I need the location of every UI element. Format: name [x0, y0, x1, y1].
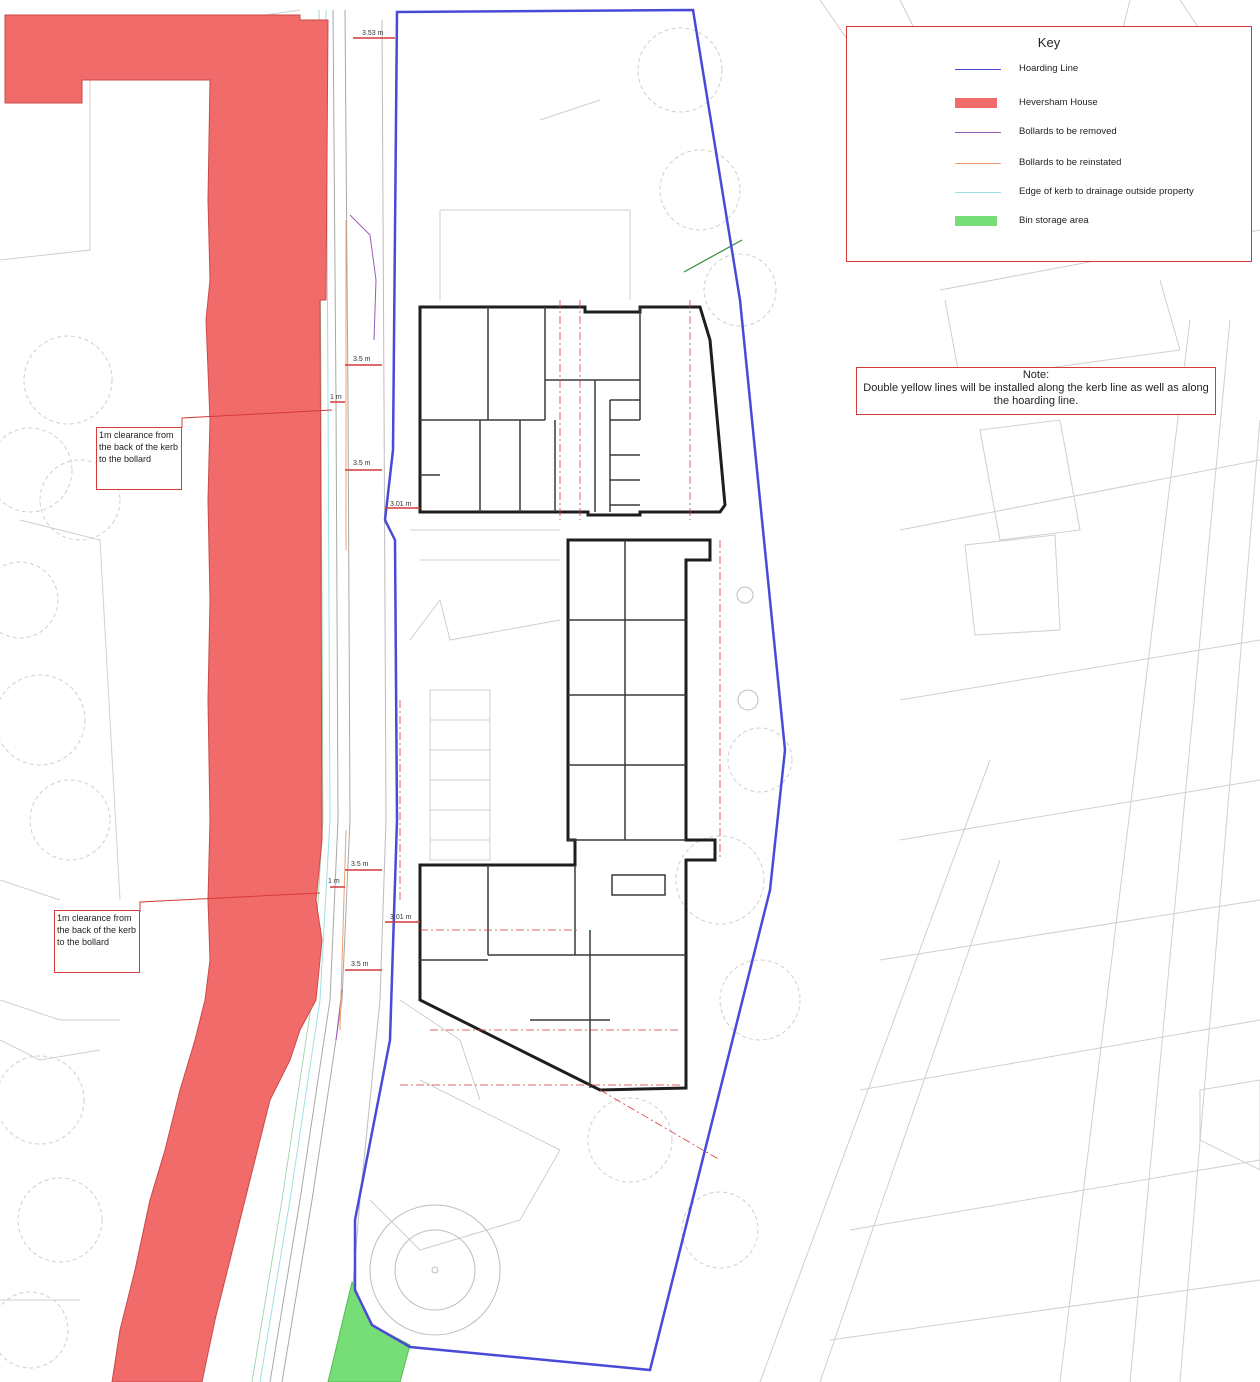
edge-of-kerb-swatch	[955, 192, 1001, 193]
roundabout-feature	[369, 586, 759, 1336]
dimension-label: 3.01 m	[390, 914, 412, 921]
key-item-label: Bollards to be reinstated	[1019, 157, 1122, 168]
key-item-label: Bollards to be removed	[1019, 126, 1117, 137]
key-item-label: Heversham House	[1019, 97, 1098, 108]
dimension-markers	[330, 37, 420, 971]
note-box: Note: Double yellow lines will be instal…	[856, 367, 1216, 415]
bollards-removed-swatch	[955, 132, 1001, 133]
key-legend: Key Hoarding Line Heversham House Bollar…	[846, 26, 1252, 262]
dimension-label: 3.5 m	[351, 961, 369, 968]
clearance-callout-north: 1m clearance from the back of the kerb t…	[96, 427, 182, 490]
key-title: Key	[1037, 35, 1061, 50]
dimension-label: 1 m	[330, 394, 342, 401]
dimension-label: 3.01 m	[390, 501, 412, 508]
dimension-labels: 3.53 m 3.5 m 1 m 3.5 m 3.01 m 3.5 m 1 m …	[328, 30, 412, 968]
bin-storage-swatch	[955, 216, 997, 226]
tree-canopies	[0, 27, 801, 1369]
key-item-label: Hoarding Line	[1019, 63, 1079, 74]
bollards-reinstated-swatch	[955, 163, 1001, 164]
dimension-label: 3.53 m	[362, 30, 384, 37]
heversham-house-swatch	[955, 98, 997, 108]
building-gridlines	[399, 300, 721, 1161]
dimension-label: 3.5 m	[353, 356, 371, 363]
heversham-house-footprint	[4, 14, 329, 1382]
key-item-heversham-house: Heversham House	[847, 97, 1251, 111]
dimension-label: 3.5 m	[351, 861, 369, 868]
callout-leaders	[139, 409, 333, 912]
key-item-bollards-reinstated: Bollards to be reinstated	[847, 157, 1251, 171]
clearance-callout-south: 1m clearance from the back of the kerb t…	[54, 910, 140, 973]
key-item-edge-of-kerb: Edge of kerb to drainage outside propert…	[847, 186, 1251, 200]
dimension-label: 3.5 m	[353, 460, 371, 467]
building-internal-walls	[420, 307, 686, 1088]
key-item-label: Edge of kerb to drainage outside propert…	[1019, 186, 1194, 197]
note-text: Double yellow lines will be installed al…	[863, 382, 1209, 407]
key-item-hoarding-line: Hoarding Line	[847, 63, 1251, 77]
note-heading: Note:	[1022, 369, 1050, 381]
hoarding-line-swatch	[955, 69, 1001, 70]
proposed-building	[418, 305, 727, 1092]
hoarding-line	[353, 8, 787, 1372]
key-item-bin-storage: Bin storage area	[847, 215, 1251, 229]
bin-storage-area	[327, 1280, 411, 1382]
key-item-bollards-removed: Bollards to be removed	[847, 126, 1251, 140]
key-item-label: Bin storage area	[1019, 215, 1089, 226]
dimension-label: 1 m	[328, 878, 340, 885]
